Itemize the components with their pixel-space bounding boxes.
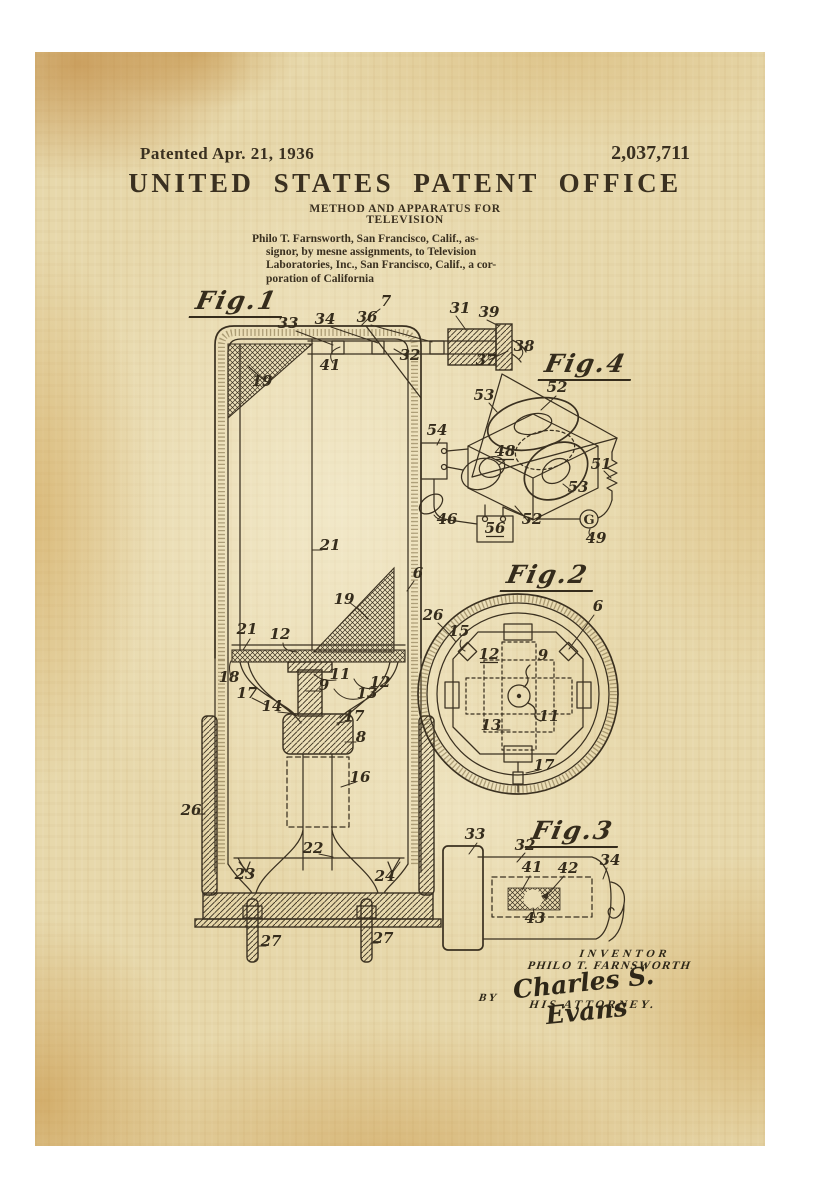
fig3-ref-42: 42 bbox=[558, 859, 579, 877]
fig2-reference-numerals: 26 6 15 12 9 13 11 17 bbox=[422, 597, 604, 774]
invention-title-line2: TELEVISION bbox=[366, 214, 444, 226]
fig4-ref-52: 52 bbox=[522, 510, 543, 528]
fig1-ref-11: 11 bbox=[330, 665, 351, 683]
fig2-ref-12: 12 bbox=[479, 645, 500, 663]
fig4-coil-assembly-art: G bbox=[418, 373, 618, 543]
fig3-anode-cylinder-art bbox=[442, 842, 626, 951]
fig2-end-view-art bbox=[417, 593, 619, 795]
fig4-ref-51: 51 bbox=[591, 455, 612, 473]
fig3-ref-33: 33 bbox=[465, 825, 486, 843]
inventor-label: INVENTOR bbox=[577, 948, 673, 960]
fig1-ref-18: 18 bbox=[219, 668, 240, 686]
fig4-ref-54: 54 bbox=[427, 421, 448, 439]
fig1-ref-16: 16 bbox=[350, 768, 371, 786]
fig4-ref-49: 49 bbox=[586, 529, 607, 547]
fig1-ref-38: 38 bbox=[514, 337, 535, 355]
fig4-ref-46: 46 bbox=[437, 510, 458, 528]
fig4-ref-52: 52 bbox=[547, 378, 568, 396]
fig1-ref-33: 33 bbox=[278, 314, 299, 332]
fig1-ref-36: 36 bbox=[357, 308, 378, 326]
fig1-ref-21: 21 bbox=[319, 536, 341, 554]
assignment-line: Philo T. Farnsworth, San Francisco, Cali… bbox=[252, 233, 479, 245]
fig1-ref-32: 32 bbox=[400, 346, 421, 364]
fig3-ref-32: 32 bbox=[515, 836, 536, 854]
fig1-ref-12: 12 bbox=[270, 625, 291, 643]
fig1-ref-19: 19 bbox=[334, 590, 355, 608]
fig2-ref-17: 17 bbox=[534, 756, 555, 774]
fig1-ref-6: 6 bbox=[413, 564, 424, 582]
parchment-background bbox=[35, 52, 765, 1146]
fig1-ref-19: 19 bbox=[252, 372, 273, 390]
fig2-ref-15: 15 bbox=[449, 622, 470, 640]
fig1-ref-14: 14 bbox=[262, 697, 283, 715]
fig1-ref-13: 13 bbox=[357, 684, 378, 702]
fig4-ref-56: 56 bbox=[485, 519, 506, 537]
fig1-ref-27: 27 bbox=[260, 932, 282, 950]
fig1-ref-27: 27 bbox=[372, 929, 394, 947]
fig3-label: Fig.3 bbox=[524, 816, 625, 848]
fig1-ref-37: 37 bbox=[476, 351, 497, 369]
fig4-ref-53: 53 bbox=[474, 386, 495, 404]
fig1-ref-22: 22 bbox=[302, 839, 324, 857]
attorney-label: HIS ATTORNEY. bbox=[527, 999, 659, 1011]
fig1-ref-21: 21 bbox=[236, 620, 258, 638]
fig1-ref-7: 7 bbox=[381, 292, 392, 310]
fig1-ref-17: 17 bbox=[237, 684, 258, 702]
fig1-ref-17: 17 bbox=[344, 707, 365, 725]
fig3-ref-41: 41 bbox=[522, 858, 543, 876]
fig2-ref-11: 11 bbox=[539, 707, 560, 725]
assignment-line: Laboratories, Inc., San Francisco, Calif… bbox=[266, 259, 497, 272]
fig3-ref-34: 34 bbox=[600, 851, 621, 869]
fig1-dissector-tube-art bbox=[194, 308, 527, 963]
fig4-label: Fig.4 bbox=[537, 349, 638, 381]
fig2-ref-9: 9 bbox=[538, 646, 549, 664]
fig3-ref-43: 43 bbox=[525, 909, 546, 927]
fig4-ref-53: 53 bbox=[568, 478, 589, 496]
assignment-line: poration of California bbox=[266, 272, 374, 285]
fig1-ref-23: 23 bbox=[234, 865, 256, 883]
patented-date: Patented Apr. 21, 1936 bbox=[140, 144, 315, 163]
fig1-ref-8: 8 bbox=[356, 728, 367, 746]
assignment-paragraph: Philo T. Farnsworth, San Francisco, Cali… bbox=[252, 233, 582, 286]
fig1-ref-24: 24 bbox=[374, 867, 396, 885]
fig2-ref-6: 6 bbox=[593, 597, 604, 615]
fig1-ref-41: 41 bbox=[320, 356, 341, 374]
assignment-line: signor, by mesne assignments, to Televis… bbox=[266, 246, 477, 259]
fig3-reference-numerals: 33 32 41 42 34 43 bbox=[465, 825, 621, 927]
fig1-ref-31: 31 bbox=[450, 299, 471, 317]
fig1-ref-34: 34 bbox=[315, 310, 336, 328]
fig1-ref-12: 12 bbox=[370, 673, 391, 691]
fig4-ref-48: 48 bbox=[495, 442, 516, 460]
fig1-label: Fig.1 bbox=[188, 286, 289, 318]
fig1-ref-39: 39 bbox=[479, 303, 500, 321]
fig1-ref-26: 26 bbox=[180, 801, 202, 819]
fig1-ref-9: 9 bbox=[319, 676, 330, 694]
generator-symbol: G bbox=[583, 513, 594, 528]
patent-number: 2,037,711 bbox=[611, 142, 690, 164]
fig2-label: Fig.2 bbox=[499, 560, 600, 592]
fig2-ref-13: 13 bbox=[481, 716, 502, 734]
patent-office-title: UNITED STATES PATENT OFFICE bbox=[128, 168, 682, 198]
invention-title-line1: METHOD AND APPARATUS FOR bbox=[309, 203, 501, 215]
fig2-ref-26: 26 bbox=[422, 606, 444, 624]
